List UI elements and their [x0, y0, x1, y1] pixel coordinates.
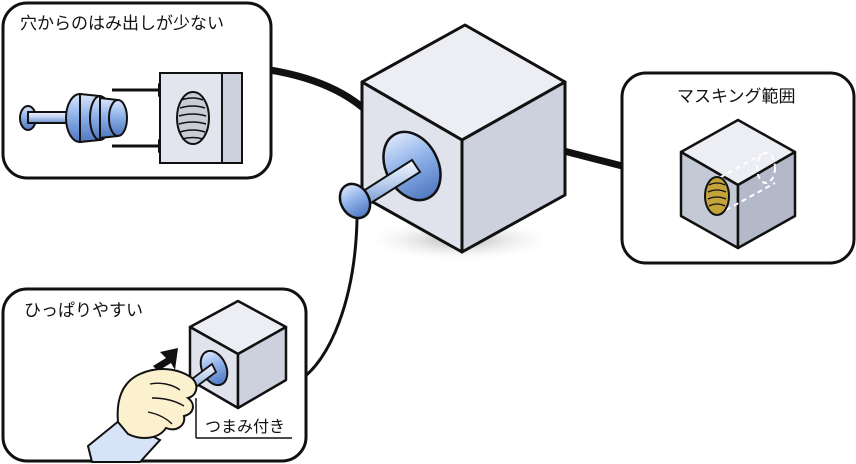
pull-cube: [177, 299, 288, 410]
knob-label-group: つまみ付き: [195, 398, 292, 439]
pull-arrow: [153, 348, 178, 371]
cube-right-face: [460, 80, 567, 254]
hand: [86, 368, 198, 463]
callout-protrusion-title: 穴からのはみ出しが少ない: [20, 14, 224, 34]
plug-exploded: [19, 92, 128, 144]
main-masking-plug: [338, 130, 442, 220]
main-cube: [360, 23, 567, 262]
sleeve: [86, 418, 162, 463]
palm: [116, 368, 198, 439]
callout-pull: ひっぱりやすい つまみ付き: [1, 287, 308, 463]
callout-masking-title: マスキング範囲: [677, 87, 796, 107]
threaded-block: [159, 72, 243, 164]
masking-cube: [679, 118, 797, 250]
callout-masking: マスキング範囲: [620, 71, 856, 265]
knob-label: つまみ付き: [205, 417, 285, 436]
callout-protrusion: 穴からのはみ出しが少ない: [1, 1, 273, 180]
plug-knob: [338, 182, 372, 220]
leader-masking: [556, 146, 634, 172]
leader-pull: [298, 218, 359, 382]
callout-pull-title: ひっぱりやすい: [24, 301, 143, 321]
